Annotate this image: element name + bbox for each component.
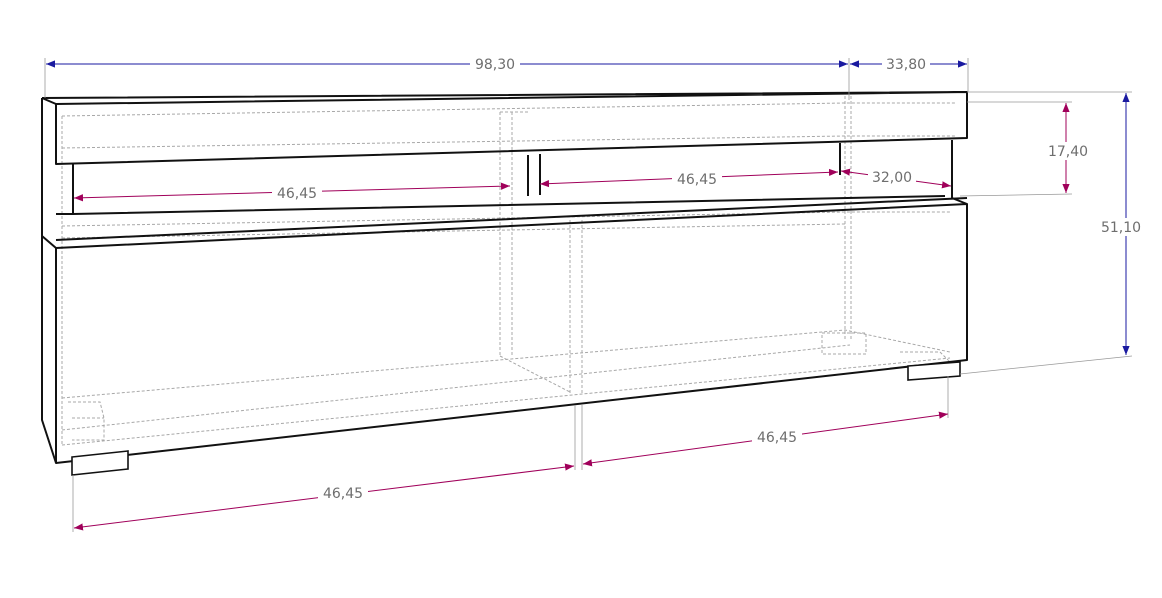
label-shelf-right: 46,45 [677,172,717,188]
lower-body-shelf-edge [56,195,946,215]
lower-body-front [55,203,968,464]
hidden-bottom-front [61,357,951,446]
label-total-width: 98,30 [475,57,515,73]
ext-shelf-bottom [959,193,1073,197]
label-total-height: 51,10 [1101,220,1141,236]
hidden-lines [61,96,955,446]
dimension-labels: 98,30 33,80 51,10 17,40 46,45 46,45 32,0… [272,56,1146,502]
extension-lines [44,58,1133,532]
label-shelf-height: 17,40 [1048,144,1088,160]
label-shelf-depth: 32,00 [872,170,912,186]
foot-right [907,361,961,381]
hidden-right-foot [821,332,867,355]
label-depth: 33,80 [886,57,926,73]
hidden-shelf-inner [61,223,846,239]
hidden-mid-diag [499,355,571,393]
feet [71,361,961,476]
hidden-right-foot-2 [900,351,951,363]
label-bottom-left: 46,45 [323,486,363,502]
hidden-shelf-back [61,211,950,227]
label-bottom-right: 46,45 [757,430,797,446]
foot-left [71,450,129,476]
cabinet-outline [41,91,968,464]
hidden-bottom-back [61,329,951,399]
hidden-top-back [61,102,955,117]
hidden-bottom-inner [61,344,851,431]
left-side-top [41,97,57,105]
lower-body-right-side [951,197,968,205]
hidden-top-inner [61,135,955,149]
lower-body-top [55,197,968,241]
left-side-panel [41,98,57,464]
dimension-lines [46,60,1130,531]
hidden-left-foot [68,401,105,441]
label-shelf-left: 46,45 [277,186,317,202]
ext-height-bottom [959,355,1133,375]
top-board-front [41,91,968,165]
